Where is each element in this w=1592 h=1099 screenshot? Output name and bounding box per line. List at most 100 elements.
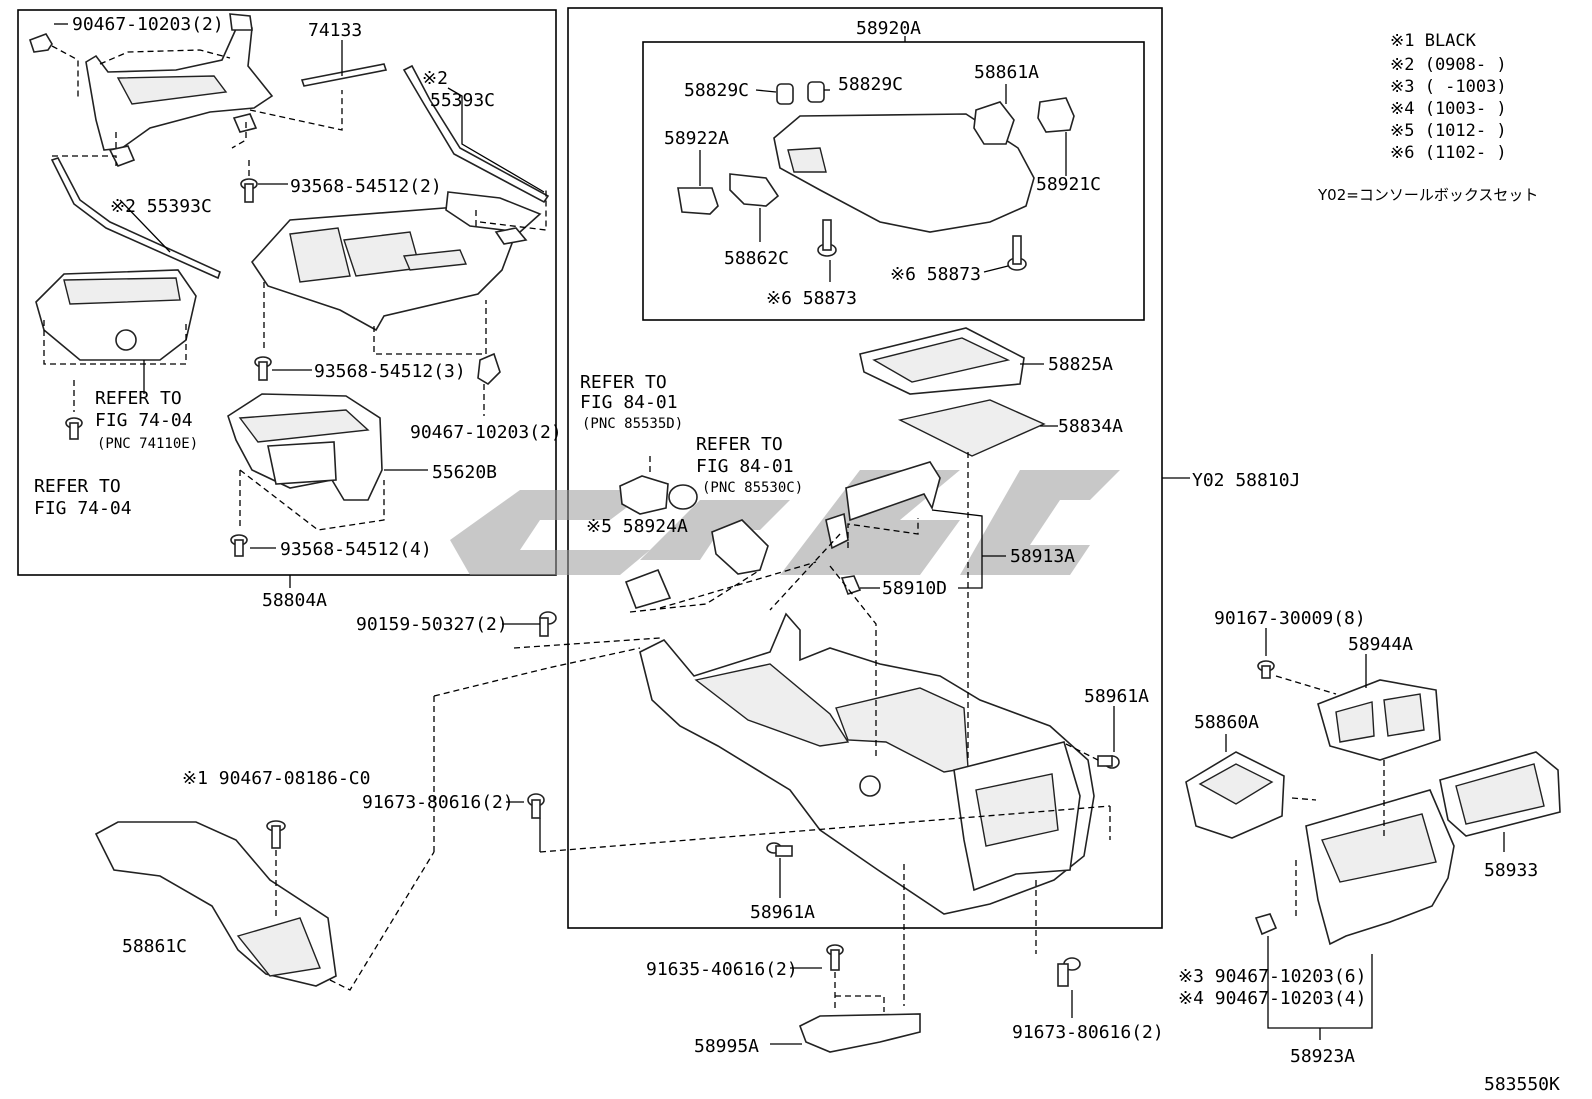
screw-90167-dash <box>1275 675 1337 695</box>
label-90167-30009-8: 90167-30009(8) <box>1214 608 1366 629</box>
y02-leader-lines <box>433 36 1190 898</box>
label-58829c-b: 58829C <box>838 74 903 95</box>
label-58924a: ※5 58924A <box>586 516 688 537</box>
label-58873-b: ※6 58873 <box>890 264 981 285</box>
legend-set-note: Y02=コンソールボックスセット <box>1317 186 1538 204</box>
bracket-dash-lines <box>834 864 905 1012</box>
label-refer-84-01-b1: REFER TO <box>696 434 783 455</box>
rear-panel-leads <box>1267 936 1373 1040</box>
switch-box-part <box>35 269 197 361</box>
strip-74133-part <box>300 63 388 87</box>
label-refer-74-04-b1: REFER TO <box>34 476 121 497</box>
label-93568-54512-3: 93568-54512(3) <box>314 361 466 382</box>
label-refer-74-04-a3: (PNC 74110E) <box>97 436 198 452</box>
legend-line-5: ※5 (1012- ) <box>1390 121 1507 141</box>
legend-line-1: ※1 BLACK <box>1390 31 1477 51</box>
label-58920a: 58920A <box>856 18 921 39</box>
label-91635-40616-2: 91635-40616(2) <box>646 959 798 980</box>
label-58861a: 58861A <box>974 62 1039 83</box>
part-labels: 90467-10203(2) 74133 ※2 55393C 93568-545… <box>34 14 1560 1095</box>
label-refer-84-01-a1: REFER TO <box>580 372 667 393</box>
screw-74110-icon <box>65 417 83 440</box>
label-90467-10203-4: ※4 90467-10203(4) <box>1178 988 1366 1009</box>
clip-90467-08186-icon <box>266 820 286 849</box>
label-74133: 74133 <box>308 20 362 41</box>
label-90467-10203-6: ※3 90467-10203(6) <box>1178 966 1366 987</box>
legend-line-2: ※2 (0908- ) <box>1390 55 1507 75</box>
legend-line-3: ※3 ( -1003) <box>1390 77 1507 97</box>
label-90467-10203-2: 90467-10203(2) <box>72 14 224 35</box>
legend-line-6: ※6 (1102- ) <box>1390 143 1507 163</box>
socket-cover-58924a-part <box>624 568 672 609</box>
lid-pad-58829c-a-part <box>776 83 794 105</box>
label-58861c: 58861C <box>122 936 187 957</box>
button-58862c-part <box>729 173 780 207</box>
label-93568-54512-2: 93568-54512(2) <box>290 176 442 197</box>
label-90159-50327-2: 90159-50327(2) <box>356 614 508 635</box>
clip-90467-icon <box>28 33 53 53</box>
group-box-58804a <box>17 9 557 576</box>
trim-58933-part <box>1439 751 1561 837</box>
upper-console-panel-part <box>250 191 542 332</box>
label-55620b: 55620B <box>432 462 497 483</box>
vent-bracket-58944a-part <box>1317 679 1441 761</box>
group-box-y02-58810j <box>567 7 1163 929</box>
left-group-leader-lines <box>43 23 547 588</box>
screw-58873-b-icon <box>1007 235 1027 271</box>
trim-strip-55393c-top-part <box>402 64 550 204</box>
bottom-left-dash-line <box>275 850 435 991</box>
armrest-lid-part <box>773 113 1035 233</box>
label-91673-80616-2a: 91673-80616(2) <box>362 792 514 813</box>
screw-90159-icon <box>539 611 557 637</box>
screw-93568-c-icon <box>230 534 248 557</box>
clip-b-icon <box>232 113 258 133</box>
label-58913a: 58913A <box>1010 546 1075 567</box>
label-58961a-a: 58961A <box>1084 686 1149 707</box>
label-58923a: 58923A <box>1290 1046 1355 1067</box>
bolt-58961a-b-icon <box>766 842 793 857</box>
label-refer-84-01-a2: FIG 84-01 <box>580 392 678 413</box>
bracket-58995a-part <box>798 1013 921 1053</box>
bolt-91673-a-icon <box>527 793 545 819</box>
legend: ※1 BLACK ※2 (0908- ) ※3 ( -1003) ※4 (100… <box>1317 31 1538 204</box>
label-58862c: 58862C <box>724 248 789 269</box>
bolt-58961a-a-icon <box>1097 755 1120 769</box>
label-93568-54512-4: 93568-54512(4) <box>280 539 432 560</box>
knob-58922a-part <box>677 187 719 215</box>
label-58995a: 58995A <box>694 1036 759 1057</box>
label-refer-74-04-b2: FIG 74-04 <box>34 498 132 519</box>
label-91673-80616-2b: 91673-80616(2) <box>1012 1022 1164 1043</box>
label-58873-a: ※6 58873 <box>766 288 857 309</box>
clip-90467-10203-c-icon <box>1254 913 1278 936</box>
clip-a-icon <box>108 145 136 168</box>
group-box-58920a <box>642 41 1145 321</box>
label-y02-58810j: Y02 58810J <box>1192 470 1300 491</box>
label-55393c-left: ※2 55393C <box>110 196 212 217</box>
bolt-91673-b-icon <box>1057 957 1081 987</box>
label-58825a: 58825A <box>1048 354 1113 375</box>
label-58804a: 58804A <box>262 590 327 611</box>
lock-spring-58910d-part <box>840 575 862 596</box>
clip-90467-b-icon <box>477 352 501 386</box>
trim-strip-55393c-left-part <box>50 157 221 280</box>
tray-58825a-part <box>859 327 1025 395</box>
label-58834a: 58834A <box>1058 416 1123 437</box>
label-refer-74-04-a1: REFER TO <box>95 388 182 409</box>
label-refer-84-01-a3: (PNC 85535D) <box>582 416 683 432</box>
label-55393c-top-flag: ※2 <box>422 68 448 89</box>
upper-shift-panel-part <box>85 13 274 151</box>
label-58961a-b: 58961A <box>750 902 815 923</box>
label-90467-10203-2b: 90467-10203(2) <box>410 422 562 443</box>
socket-85535d-part <box>619 475 698 515</box>
rear-panel-dash <box>1295 760 1385 916</box>
screw-91635-icon <box>826 944 844 971</box>
screw-58873-a-icon <box>817 219 837 257</box>
label-refer-84-01-b2: FIG 84-01 <box>696 456 794 477</box>
label-58829c-a: 58829C <box>684 80 749 101</box>
screw-93568-a-icon <box>240 178 258 203</box>
label-fig-code: 583550K <box>1484 1074 1560 1095</box>
label-58944a: 58944A <box>1348 634 1413 655</box>
label-refer-84-01-b3: (PNC 85530C) <box>702 480 803 496</box>
label-58921c: 58921C <box>1036 174 1101 195</box>
